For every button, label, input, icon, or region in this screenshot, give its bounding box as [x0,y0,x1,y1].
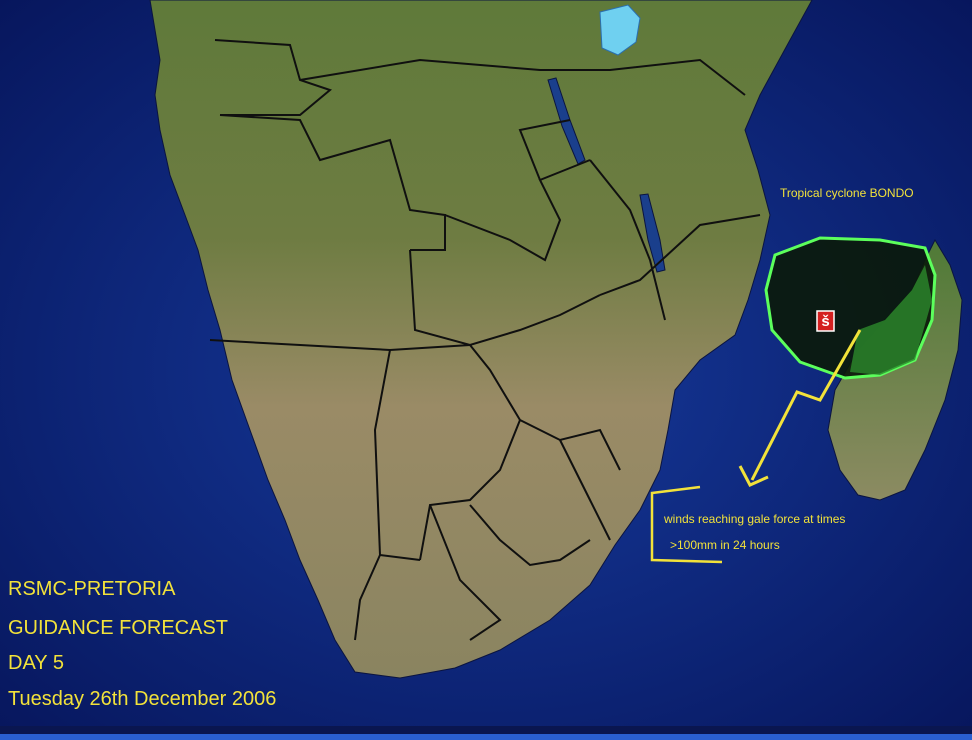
callout-bracket [650,485,723,564]
arrow-icon [738,329,862,487]
lake-victoria [599,4,641,56]
lake-malawi [639,193,666,273]
title-line3: DAY 5 [8,652,64,674]
title-date: Tuesday 26th December 2006 [8,688,277,710]
bottom-bar [0,734,972,740]
frame-strip [0,726,972,734]
cyclone-label: Tropical cyclone BONDO [780,186,914,200]
cyclone-region-land [850,265,932,375]
africa-landmass [149,0,813,679]
annotation-winds: winds reaching gale force at times [664,512,846,526]
annotation-rain: >100mm in 24 hours [670,538,780,552]
title-line1: RSMC-PRETORIA [8,578,176,600]
title-line2: GUIDANCE FORECAST [8,617,229,639]
cyclone-icon-glyph: š [821,313,829,330]
cyclone-icon [816,310,835,332]
country-borders [209,39,761,641]
